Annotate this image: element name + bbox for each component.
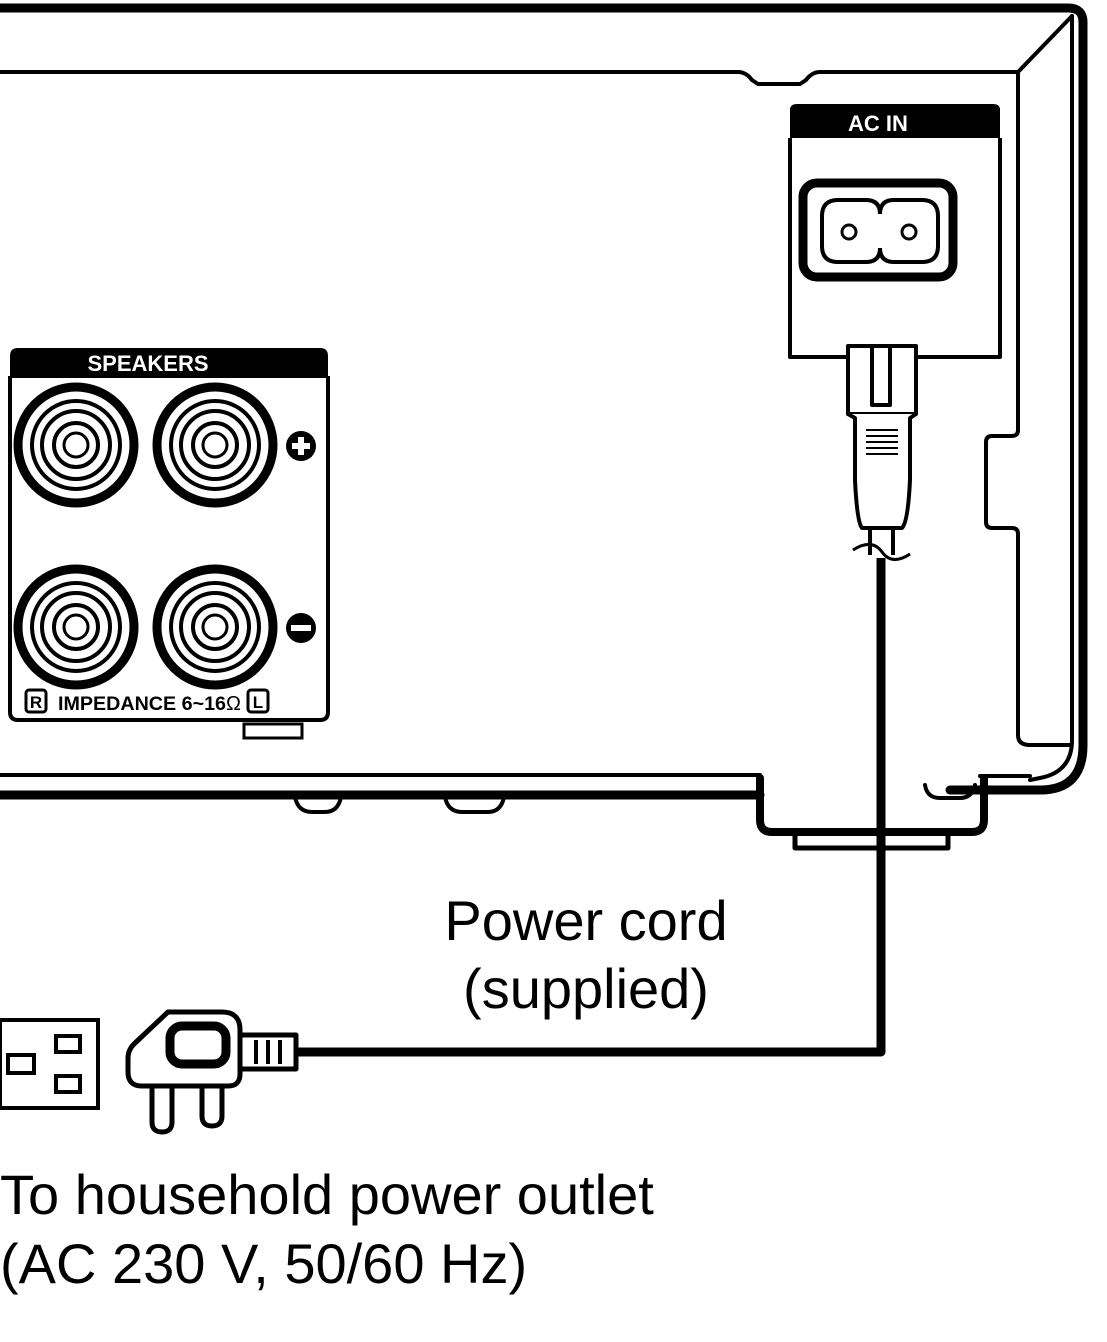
power-cord-caption-line2: (supplied): [463, 957, 709, 1020]
speakers-title: SPEAKERS: [87, 351, 208, 376]
minus-symbol-icon: [286, 613, 316, 643]
speaker-terminal-right-plus: [13, 382, 139, 508]
ac-in-panel: AC IN: [788, 104, 1002, 359]
speaker-terminal-left-plus: [152, 382, 278, 508]
mains-plug-icon: [125, 1009, 299, 1135]
impedance-label-row: R IMPEDANCE 6~16 Ω L: [24, 688, 270, 715]
outlet-caption-line2: (AC 230 V, 50/60 Hz): [0, 1232, 527, 1295]
device-chassis: [0, 3, 1088, 851]
iec-power-plug: [846, 344, 918, 561]
ohm-symbol: Ω: [226, 693, 241, 715]
outlet-caption-line1: To household power outlet: [0, 1163, 654, 1226]
right-channel-label: R: [30, 693, 42, 712]
plus-symbol-icon: [286, 431, 316, 461]
power-cord-line: [298, 558, 886, 1057]
ac-in-title: AC IN: [848, 111, 908, 136]
left-channel-label: L: [253, 693, 263, 712]
power-cord-caption-line1: Power cord: [444, 889, 727, 952]
ac-socket-icon: [798, 178, 958, 282]
speaker-terminal-left-minus: [152, 564, 278, 690]
speaker-terminal-right-minus: [13, 564, 139, 690]
wall-outlet-icon: [0, 1018, 100, 1110]
impedance-label: IMPEDANCE 6~16: [58, 694, 226, 715]
plug-grip-lines: [866, 429, 898, 455]
speakers-panel: SPEAKERS: [8, 348, 330, 740]
